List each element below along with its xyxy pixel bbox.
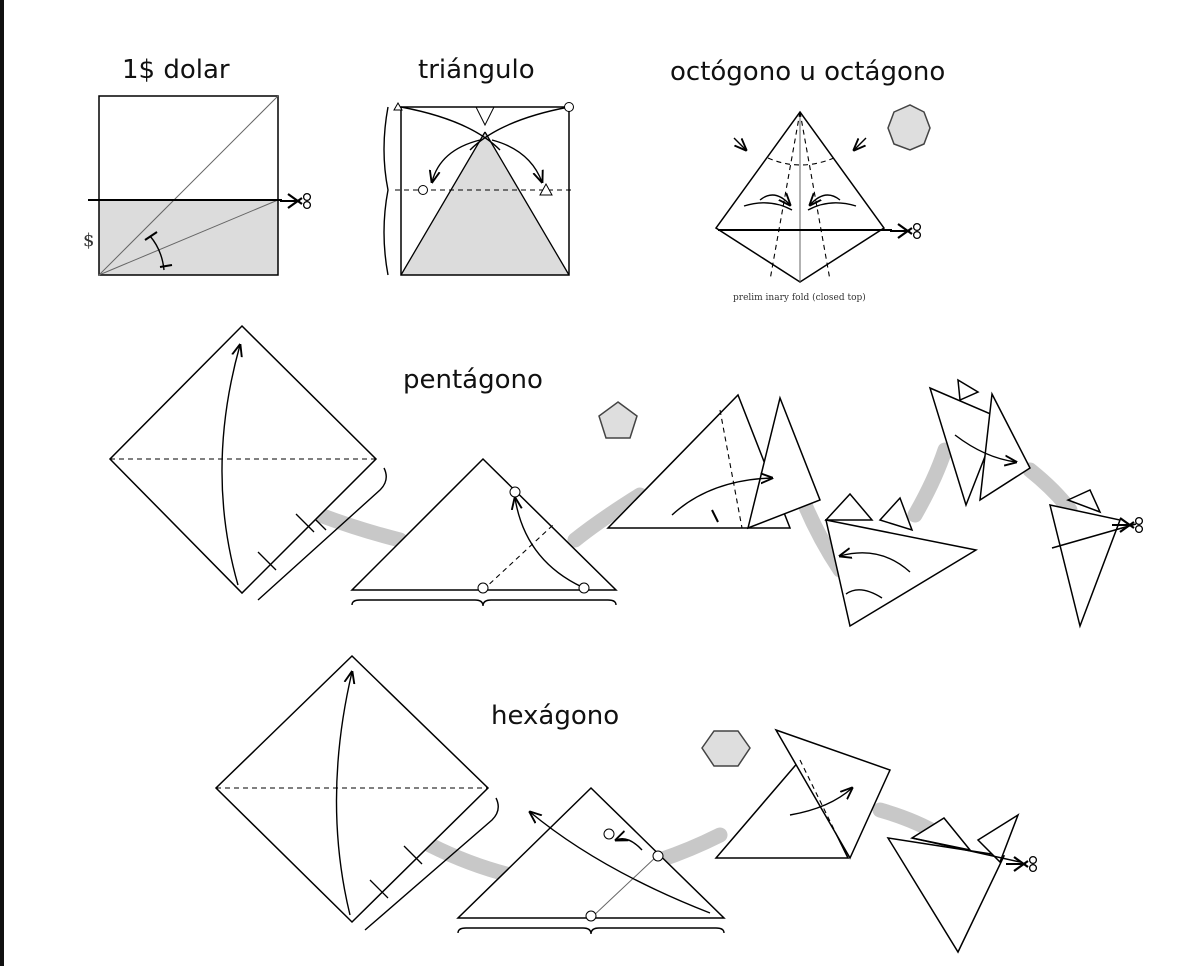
triangle-crease-2 bbox=[469, 106, 570, 151]
pentagon-step3-dash bbox=[719, 409, 743, 529]
pentagon-step4-top-flap-2 bbox=[878, 496, 914, 532]
pentagon-step1-tick-2 bbox=[295, 513, 315, 533]
pentagon-step4-arc bbox=[845, 589, 883, 599]
pentagon-step3-arrow bbox=[671, 478, 772, 516]
pentagon-step1-tick-1 bbox=[257, 551, 277, 571]
pentagon-step2-circle-base bbox=[477, 582, 489, 594]
left-frame-bar bbox=[0, 0, 4, 966]
hexagon-step2-circle-right bbox=[652, 850, 664, 862]
hexagon-step3-arrow bbox=[789, 788, 852, 816]
pentagon-step2-arrow bbox=[515, 498, 583, 588]
pentagon-step2-circle-top bbox=[509, 486, 521, 498]
hexagon-step2-arrow bbox=[530, 812, 711, 914]
pentagon-icon bbox=[598, 401, 638, 439]
hexagon-step3-dash bbox=[799, 759, 849, 859]
dollar-square bbox=[98, 95, 279, 276]
pentagon-step4-top-flap bbox=[824, 492, 874, 521]
hexagon-icon bbox=[701, 730, 751, 767]
triangle-fold-arrow-left bbox=[432, 139, 481, 182]
pentagon-step2-brace bbox=[351, 599, 617, 607]
triangle-crease-1 bbox=[400, 106, 501, 151]
octagon-push-right bbox=[854, 137, 867, 150]
pentagon-band-1 bbox=[312, 507, 408, 548]
pentagon-sequence bbox=[108, 324, 1144, 629]
hexagon-step2-brace bbox=[457, 927, 725, 935]
pentagon-step2-circle-right bbox=[578, 582, 590, 594]
dollar-tick-2 bbox=[159, 264, 173, 268]
octagon-fold-arrow-left bbox=[759, 195, 790, 205]
pentagon-step6-body bbox=[1048, 504, 1122, 629]
pentagon-band-4 bbox=[907, 442, 953, 523]
hexagon-band-1 bbox=[422, 837, 518, 883]
dollar-diagonal bbox=[98, 95, 279, 276]
hexagon-step4-body bbox=[886, 837, 1006, 954]
hexagon-band-2 bbox=[652, 827, 728, 868]
dollar-diagram: $ bbox=[83, 95, 312, 276]
scissors-icon bbox=[890, 222, 922, 240]
dollar-cut-diagonal bbox=[98, 199, 279, 276]
triangle-right-edge bbox=[484, 131, 570, 276]
triangle-shaded-region bbox=[401, 132, 569, 275]
octagon-caption: prelim inary fold (closed top) bbox=[733, 292, 866, 303]
triangle-corner-circle bbox=[564, 102, 574, 112]
triangle-fold-arrow-right bbox=[491, 139, 542, 182]
pentagon-step1-arrow bbox=[221, 345, 240, 586]
pentagon-step1-square bbox=[108, 324, 378, 595]
hexagon-step1-square bbox=[214, 654, 490, 924]
title-triangle: triángulo bbox=[418, 55, 535, 85]
pentagon-step5-front bbox=[979, 391, 1031, 502]
hexagon-step4-top-2 bbox=[976, 813, 1020, 864]
pentagon-band-5 bbox=[1022, 462, 1078, 518]
hexagon-step1-tick-2 bbox=[403, 845, 423, 865]
octagon-icon bbox=[887, 104, 931, 151]
triangle-circle-mark bbox=[418, 185, 428, 195]
pentagon-step5-arrow bbox=[954, 434, 1016, 462]
title-octagon: octógono u octágono bbox=[670, 57, 945, 87]
scissors-icon bbox=[280, 192, 312, 210]
octagon-swing-right bbox=[807, 202, 857, 211]
pentagon-step2-dash bbox=[482, 524, 554, 591]
pentagon-step2-triangle bbox=[350, 457, 618, 591]
triangle-triangle-mark bbox=[539, 182, 553, 196]
scissors-icon bbox=[1006, 855, 1038, 873]
hexagon-step2-circle-base bbox=[585, 910, 597, 922]
hexagon-step1-tick-1 bbox=[369, 879, 389, 899]
triangle-top-mark bbox=[475, 106, 495, 127]
octagon-swing-left bbox=[743, 202, 793, 211]
pentagon-step4-body bbox=[825, 519, 979, 628]
hexagon-step4-cut-line bbox=[911, 837, 1021, 863]
hexagon-step2-small-arrow bbox=[616, 839, 643, 851]
title-pentagon: pentágono bbox=[403, 365, 543, 395]
pentagon-step5-top bbox=[957, 378, 980, 402]
pentagon-step4-arrow bbox=[840, 553, 911, 573]
pentagon-step1-tick-3 bbox=[315, 519, 327, 531]
octagon-push-left bbox=[733, 137, 746, 150]
pentagon-step1-brace bbox=[257, 467, 387, 601]
pentagon-step3-tick bbox=[711, 509, 719, 523]
triangle-corner-mark bbox=[393, 101, 403, 111]
pentagon-step6-top bbox=[1066, 489, 1102, 514]
pentagon-step5-back bbox=[928, 386, 1001, 508]
title-hexagon: hexágono bbox=[491, 701, 619, 731]
hexagon-step2-line bbox=[590, 854, 659, 919]
dollar-tick-1 bbox=[144, 231, 158, 241]
octagon-fold-arrow-right bbox=[810, 195, 841, 205]
pentagon-band-2 bbox=[567, 487, 648, 548]
hexagon-step1-brace bbox=[364, 797, 499, 931]
octagon-diagram: prelim inary fold (closed top) bbox=[714, 104, 931, 303]
pentagon-step6-cut-line bbox=[1051, 523, 1137, 549]
title-dollar: 1$ dolar bbox=[122, 55, 230, 85]
dollar-sign: $ bbox=[83, 230, 94, 251]
hexagon-step1-arrow bbox=[335, 672, 352, 916]
triangle-diagram bbox=[383, 101, 575, 276]
hexagon-step3-front bbox=[774, 728, 892, 860]
hexagon-sequence bbox=[214, 654, 1038, 954]
hexagon-step2-circle-top bbox=[603, 828, 615, 840]
triangle-measure-brace bbox=[383, 106, 389, 276]
pentagon-step3-flap bbox=[746, 395, 821, 530]
triangle-left-edge bbox=[400, 131, 486, 276]
